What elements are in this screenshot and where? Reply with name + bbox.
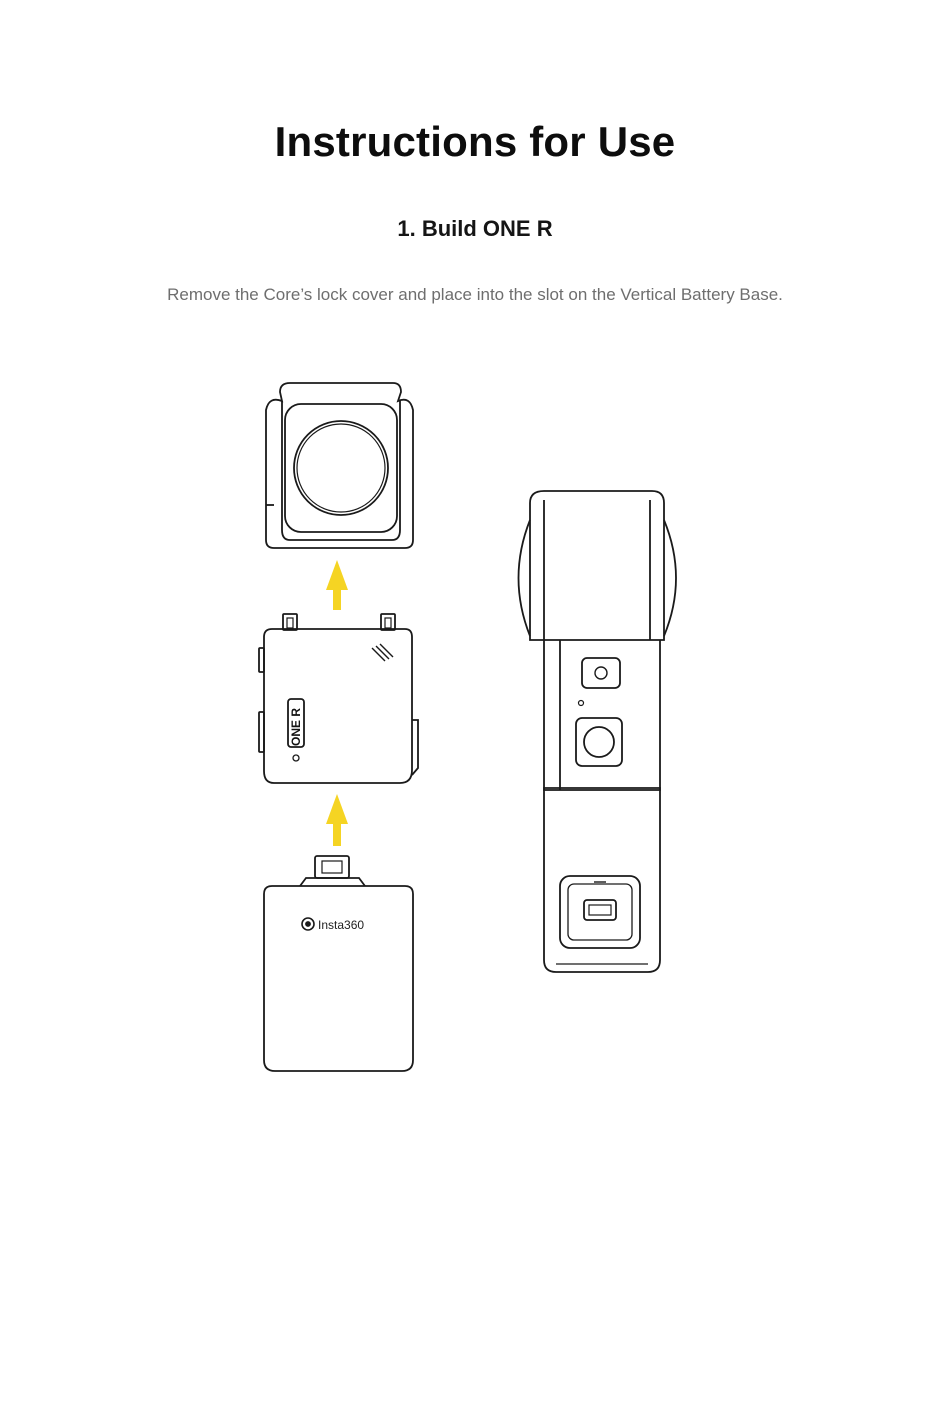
core-module [259, 614, 418, 783]
battery-brand-label: Insta360 [318, 918, 364, 932]
arrow-up-icon [326, 794, 348, 846]
battery-base [264, 856, 413, 1071]
assembled-one-r [519, 491, 677, 972]
core-badge-label: ONE R [289, 708, 303, 746]
lock-cover [266, 383, 413, 548]
arrow-up-icon [326, 560, 348, 610]
